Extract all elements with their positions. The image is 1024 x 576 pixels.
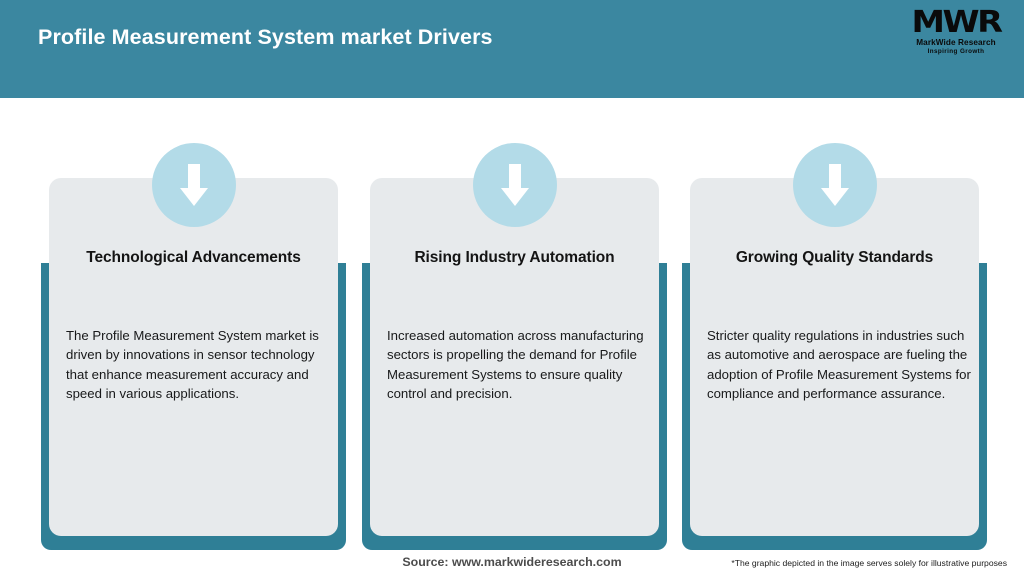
card-panel <box>690 178 979 536</box>
brand-logo: MWR MarkWide Research Inspiring Growth <box>904 8 1008 60</box>
arrow-down-icon <box>151 143 236 227</box>
driver-card: Rising Industry Automation Increased aut… <box>362 143 667 550</box>
arrow-down-icon <box>792 143 877 227</box>
logo-tagline: Inspiring Growth <box>927 48 985 55</box>
disclaimer-label: *The graphic depicted in the image serve… <box>731 558 1007 568</box>
arrow-down-icon <box>472 143 557 227</box>
card-title: Rising Industry Automation <box>414 249 615 266</box>
header-bar: Profile Measurement System market Driver… <box>0 0 1024 98</box>
card-description: Stricter quality regulations in industri… <box>707 328 971 401</box>
logo-monogram-icon: MWR <box>911 5 1002 40</box>
card-description: The Profile Measurement System market is… <box>66 328 319 401</box>
source-label: Source: www.markwideresearch.com <box>402 555 622 569</box>
driver-card: Technological Advancements The Profile M… <box>41 143 346 550</box>
card-panel <box>49 178 338 536</box>
card-title: Growing Quality Standards <box>735 249 934 266</box>
card-description: Increased automation across manufacturin… <box>387 328 644 401</box>
card-panel <box>370 178 659 536</box>
logo-company-name: MarkWide Research <box>916 38 996 47</box>
card-title: Technological Advancements <box>86 249 301 266</box>
page-title: Profile Measurement System market Driver… <box>38 25 493 49</box>
driver-card: Growing Quality Standards Stricter quali… <box>682 143 987 550</box>
